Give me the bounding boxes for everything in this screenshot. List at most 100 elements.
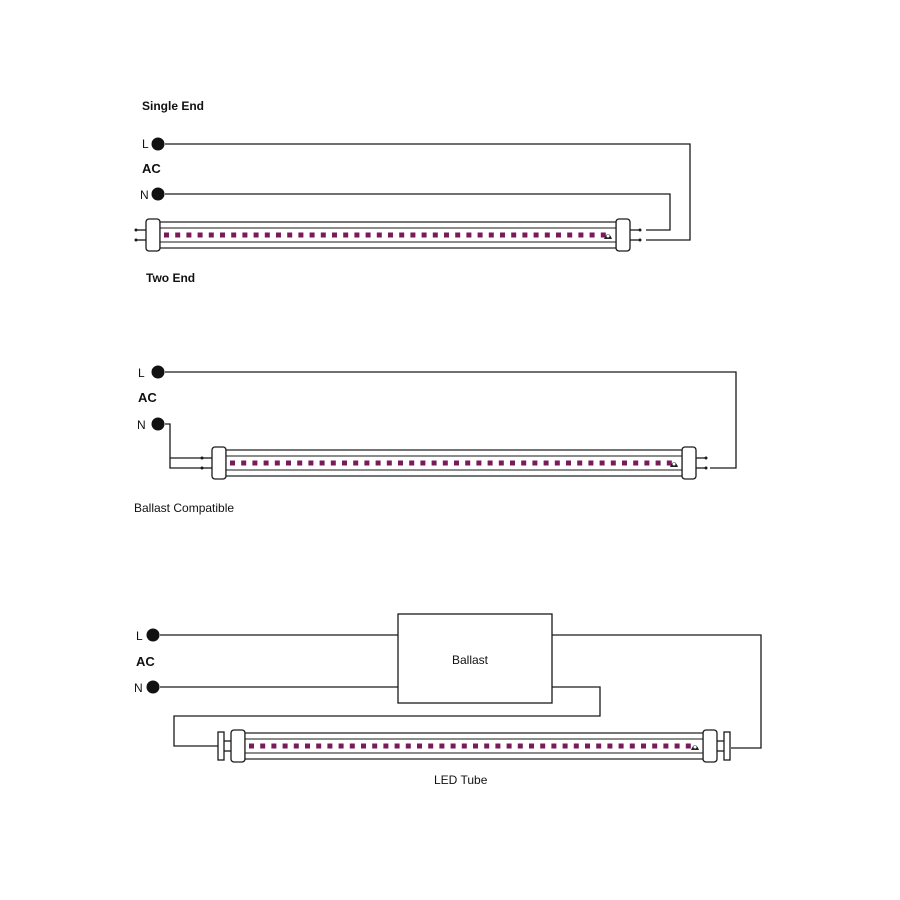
led-chip (566, 460, 571, 466)
led-chip (455, 232, 461, 238)
led-chip (562, 743, 568, 749)
led-chip (274, 460, 280, 466)
led-chip (618, 743, 624, 749)
led-chip (674, 743, 680, 749)
led-chip (308, 460, 314, 466)
led-chip (394, 743, 400, 749)
led-chip (476, 460, 482, 466)
line-terminal-label: L (142, 137, 149, 151)
tube-end-cap (681, 446, 697, 480)
ballast-box (397, 613, 553, 704)
diagram-title-two-end: Two End (146, 271, 196, 285)
led-chip (286, 460, 291, 466)
neutral-wire (165, 193, 671, 231)
led-chip (543, 460, 549, 466)
ballast-output-wire (173, 686, 601, 747)
led-chip (461, 743, 467, 749)
led-chip (316, 743, 322, 749)
line-terminal-label: L (138, 366, 145, 380)
led-tube (134, 218, 642, 252)
led-chip (342, 460, 347, 466)
brand-logo-icon (691, 745, 699, 750)
ballast-output-wire (552, 634, 762, 749)
led-chip (309, 232, 315, 238)
led-chip (473, 743, 478, 749)
terminal-dot (151, 417, 165, 431)
tube-pin-tip (704, 456, 708, 460)
led-chip (405, 743, 411, 749)
led-chip (338, 743, 344, 749)
led-chip (589, 232, 595, 238)
led-chip (663, 743, 669, 749)
led-chip (442, 460, 448, 466)
led-chip (249, 743, 254, 749)
led-chip (186, 232, 192, 238)
tube-pin-tip (200, 456, 204, 460)
led-chip (633, 460, 639, 466)
led-chip (567, 232, 573, 238)
led-chip (484, 743, 490, 749)
led-tube (200, 446, 708, 480)
led-chip (585, 743, 590, 749)
led-chip (454, 460, 459, 466)
led-chip (298, 232, 304, 238)
led-chip (420, 460, 426, 466)
led-chip (276, 232, 281, 238)
led-chip (409, 460, 415, 466)
led-chip (554, 460, 560, 466)
tube-end-cap (615, 218, 631, 252)
led-chip (320, 232, 326, 238)
led-chip (386, 460, 392, 466)
led-chip (521, 460, 527, 466)
led-chip (253, 232, 259, 238)
diagram-title-single-end: Single End (142, 99, 205, 113)
led-tube (230, 729, 718, 763)
led-chip (410, 232, 416, 238)
led-chip (361, 743, 366, 749)
brand-logo-icon (670, 462, 678, 467)
led-chip (287, 232, 293, 238)
led-chip (599, 460, 605, 466)
led-chip (383, 743, 389, 749)
tube-pin-tip (134, 238, 138, 242)
led-chip (332, 232, 337, 238)
led-chip (319, 460, 325, 466)
led-chip (365, 232, 371, 238)
led-chip (465, 460, 471, 466)
led-chip (197, 232, 203, 238)
terminal-dot (151, 137, 165, 151)
led-chip (607, 743, 613, 749)
led-chip (577, 460, 583, 466)
led-chip (510, 460, 515, 466)
led-chip (388, 232, 393, 238)
terminal-dots-layer (146, 137, 165, 694)
led-chip (264, 232, 270, 238)
neutral-terminal-label: N (134, 681, 143, 695)
tube-pin-tip (200, 466, 204, 470)
led-chip (477, 232, 483, 238)
line-wire (165, 371, 737, 469)
led-chip (450, 743, 456, 749)
led-chip (540, 743, 546, 749)
led-chip (600, 232, 606, 238)
led-chip (282, 743, 288, 749)
ac-label: AC (142, 161, 161, 176)
led-chip (622, 460, 627, 466)
terminal-dot (146, 628, 160, 642)
neutral-terminal-label: N (140, 188, 149, 202)
led-chip (439, 743, 445, 749)
led-chip (297, 460, 303, 466)
tube-end-cap (145, 218, 161, 252)
led-chip (354, 232, 360, 238)
tube-pin-tip (638, 228, 642, 232)
led-chip (375, 460, 381, 466)
diagram-title-ballast-compatible: Ballast Compatible (134, 501, 235, 515)
led-chip (522, 232, 528, 238)
led-chip (230, 460, 235, 466)
led-chip (431, 460, 437, 466)
led-chip (610, 460, 616, 466)
terminal-dot (146, 680, 160, 694)
tube-end-cap (702, 729, 718, 763)
ac-label: AC (136, 654, 155, 669)
tube-end-cap (230, 729, 246, 763)
